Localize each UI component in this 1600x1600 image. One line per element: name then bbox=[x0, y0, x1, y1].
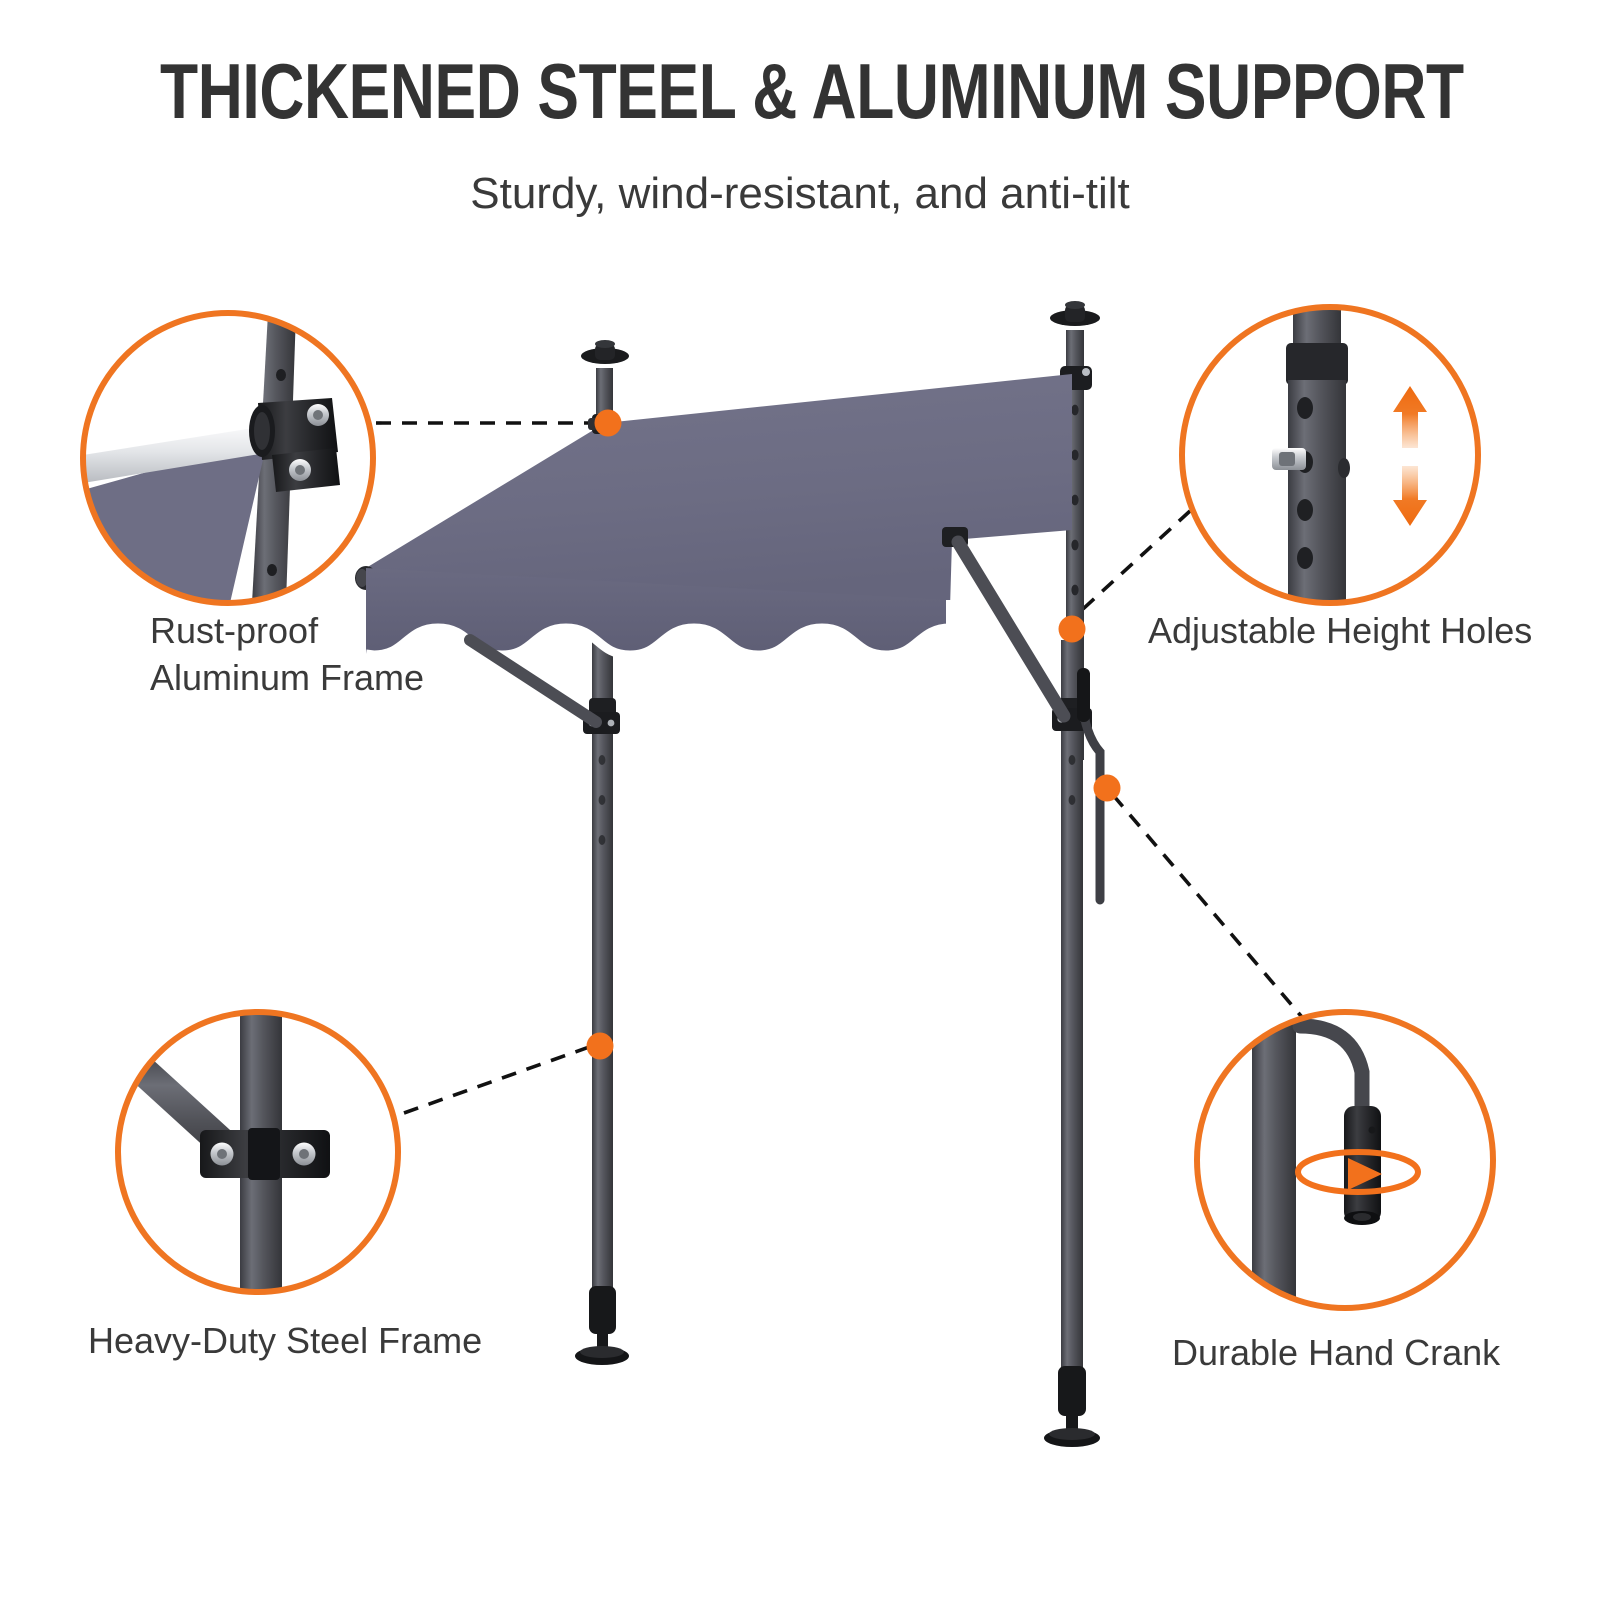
pole-foot-left bbox=[575, 1286, 629, 1365]
connector-line-bottom-left bbox=[403, 1044, 593, 1115]
callout-label-durable-hand-crank: Durable Hand Crank bbox=[1172, 1332, 1501, 1373]
hex-bolt-left bbox=[210, 1142, 234, 1166]
hex-bolt-upper bbox=[307, 404, 329, 426]
callout-label-heavy-duty-steel-frame: Heavy-Duty Steel Frame bbox=[88, 1320, 483, 1361]
awning-assembly bbox=[355, 301, 1105, 1447]
canopy-fabric bbox=[355, 374, 1072, 608]
clamp-bracket bbox=[249, 398, 340, 492]
steel-bracket-icon bbox=[118, 1012, 398, 1292]
connector-line-top-right bbox=[1070, 509, 1192, 621]
callout-durable-hand-crank bbox=[1194, 1009, 1496, 1311]
right-diagonal-brace bbox=[942, 527, 1071, 723]
rotation-arrow-icon bbox=[1295, 1149, 1421, 1195]
hand-crank-handle bbox=[1077, 668, 1090, 722]
marker-dot-top-left bbox=[594, 409, 622, 437]
marker-dot-top-right bbox=[1058, 615, 1086, 643]
bracket-clamp bbox=[200, 1128, 330, 1180]
page-subtitle: Sturdy, wind-resistant, and anti-tilt bbox=[470, 169, 1130, 218]
callout-label-adjustable-height-holes: Adjustable Height Holes bbox=[1148, 610, 1533, 651]
callout-rust-proof-aluminum-frame bbox=[80, 310, 376, 606]
marker-dots bbox=[586, 409, 1121, 1060]
callout-heavy-duty-steel-frame bbox=[115, 1009, 401, 1295]
pin-bolt-icon bbox=[1272, 448, 1306, 470]
height-adjust-arrows-icon bbox=[1393, 386, 1427, 526]
pole-foot-right bbox=[1044, 1366, 1100, 1447]
hand-crank-icon bbox=[1197, 1012, 1493, 1308]
page-title: THICKENED STEEL & ALUMINUM SUPPORT bbox=[160, 47, 1464, 135]
connector-line-bottom-right bbox=[1111, 793, 1309, 1025]
marker-dot-bottom-right bbox=[1093, 774, 1121, 802]
marker-dot-bottom-left bbox=[586, 1032, 614, 1060]
top-ceiling-cap-left bbox=[581, 340, 629, 364]
hand-crank-bend bbox=[1077, 695, 1105, 905]
connector-lines bbox=[376, 421, 1309, 1115]
callout-label-rust-proof-aluminum-frame: Rust-proof Aluminum Frame bbox=[150, 610, 425, 698]
telescoping-pole-holes-icon bbox=[1182, 307, 1478, 603]
hex-bolt-lower bbox=[289, 459, 311, 481]
top-ceiling-cap-right bbox=[1050, 301, 1100, 326]
hex-bolt-right bbox=[292, 1142, 316, 1166]
left-diagonal-brace bbox=[464, 634, 602, 728]
callout-adjustable-height-holes bbox=[1179, 304, 1481, 606]
